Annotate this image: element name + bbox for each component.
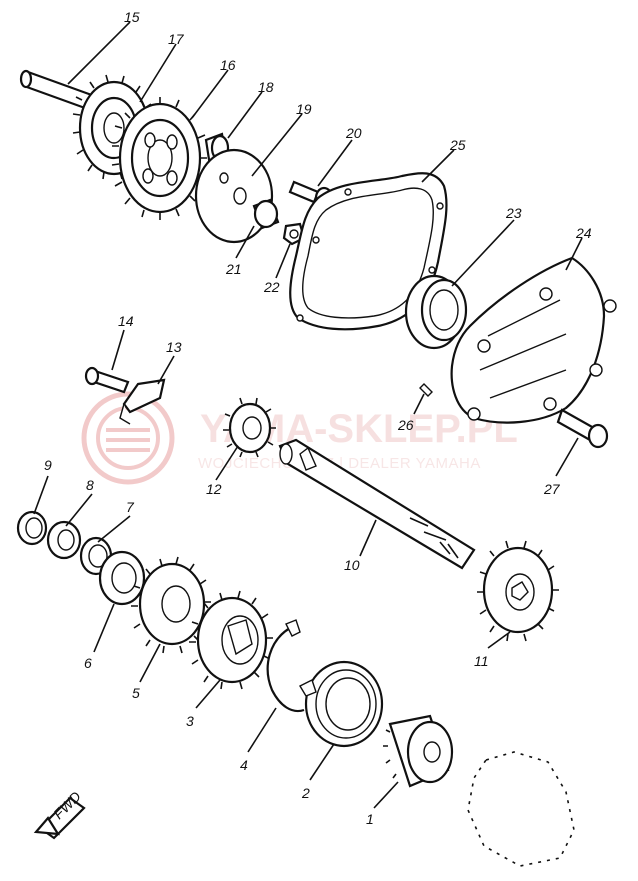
- casing-outline: [467, 751, 575, 867]
- callout-17: 17: [168, 31, 185, 47]
- part-12-gear: [223, 397, 276, 458]
- callout-numbers: 15 17 16 18 19 20 25 23 24 21 22 14 13 2…: [44, 9, 592, 827]
- part-6-washer: [98, 550, 146, 606]
- callout-20: 20: [345, 125, 362, 141]
- part-11-gear: [477, 540, 559, 642]
- leader-lines: [33, 21, 583, 809]
- part-26-pin: [419, 383, 433, 397]
- part-25-gasket: [289, 172, 448, 331]
- callout-21: 21: [225, 261, 242, 277]
- callout-10: 10: [344, 557, 360, 573]
- part-2-spring: [299, 660, 384, 748]
- callout-6: 6: [84, 655, 92, 671]
- callout-14: 14: [118, 313, 134, 329]
- callout-2: 2: [301, 785, 310, 801]
- callout-15: 15: [124, 9, 140, 25]
- callout-27: 27: [543, 481, 561, 497]
- part-5-gear: [131, 556, 211, 654]
- part-8-washer: [46, 520, 82, 560]
- part-4-clip: [266, 619, 305, 713]
- callout-19: 19: [296, 101, 312, 117]
- part-3-gear: [189, 590, 273, 690]
- part-27-bolt: [556, 408, 609, 449]
- callout-13: 13: [166, 339, 182, 355]
- callout-11: 11: [474, 653, 489, 669]
- callout-7: 7: [126, 499, 135, 515]
- callout-4: 4: [240, 757, 248, 773]
- callout-9: 9: [44, 457, 52, 473]
- callout-23: 23: [505, 205, 522, 221]
- callout-3: 3: [186, 713, 194, 729]
- callout-12: 12: [206, 481, 222, 497]
- callout-5: 5: [132, 685, 140, 701]
- callout-24: 24: [575, 225, 592, 241]
- callout-22: 22: [263, 279, 280, 295]
- part-10-shaft: [278, 438, 476, 570]
- callout-18: 18: [258, 79, 274, 95]
- part-19-plate: [194, 148, 274, 244]
- part-21-collar: [252, 198, 280, 230]
- part-23-seal: [404, 274, 468, 350]
- callout-25: 25: [449, 137, 466, 153]
- part-14-bolt: [84, 366, 130, 394]
- watermark-subtitle: WOJCIECHOWICZ | DEALER YAMAHA: [198, 455, 481, 472]
- callout-16: 16: [220, 57, 236, 73]
- part-24-cover: [450, 256, 617, 424]
- part-1-gear: [383, 714, 454, 788]
- callout-8: 8: [86, 477, 94, 493]
- front-arrow-icon: [33, 796, 86, 840]
- part-9-circlip: [16, 510, 48, 546]
- part-16-gear: [111, 97, 207, 220]
- callout-1: 1: [366, 811, 374, 827]
- callout-26: 26: [397, 417, 414, 433]
